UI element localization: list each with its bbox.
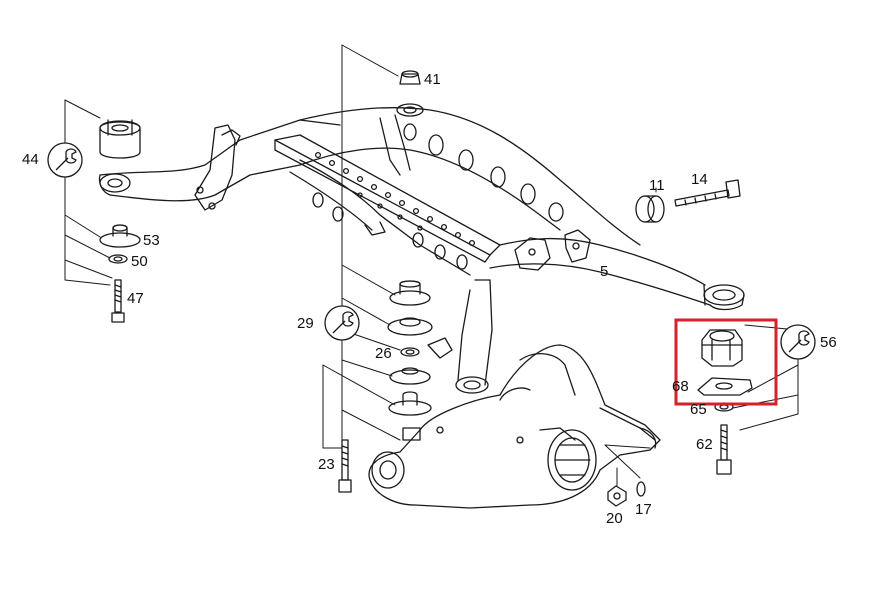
mount-bushing-56 bbox=[701, 329, 743, 367]
rubber-mount-bottom bbox=[388, 391, 432, 416]
subframe-right-arm bbox=[489, 229, 745, 311]
bushing-11 bbox=[635, 195, 665, 223]
rubber-mount-upper bbox=[389, 280, 431, 306]
part-label-41: 41 bbox=[424, 71, 441, 88]
part-label-50: 50 bbox=[131, 253, 148, 270]
leader-lines bbox=[64, 44, 799, 487]
part-label-68: 68 bbox=[672, 378, 689, 395]
washer-50 bbox=[108, 254, 128, 264]
rubber-mount-mid bbox=[387, 317, 433, 336]
mount-top-41 bbox=[399, 70, 421, 85]
part-label-44: 44 bbox=[22, 151, 39, 168]
part-label-20: 20 bbox=[606, 510, 623, 527]
part-label-26: 26 bbox=[375, 345, 392, 362]
wrench-icon bbox=[324, 305, 360, 341]
differential-housing bbox=[368, 344, 661, 509]
part-label-47: 47 bbox=[127, 290, 144, 307]
subframe-cross-beam bbox=[299, 103, 641, 246]
rubber-mount-lower bbox=[389, 367, 431, 385]
part-label-62: 62 bbox=[696, 436, 713, 453]
bolt-23 bbox=[338, 439, 352, 493]
wrench-icon bbox=[47, 142, 83, 178]
part-label-65: 65 bbox=[690, 401, 707, 418]
highlight-box bbox=[674, 318, 778, 406]
subframe-front-rail bbox=[274, 134, 501, 276]
bolt-14 bbox=[674, 179, 741, 207]
nut-20 bbox=[607, 485, 627, 507]
part-label-11: 11 bbox=[649, 177, 665, 194]
wrench-icon bbox=[780, 324, 816, 360]
part-label-14: 14 bbox=[691, 171, 708, 188]
washer-53 bbox=[99, 224, 141, 248]
part-label-56: 56 bbox=[820, 334, 837, 351]
bushing-44 bbox=[99, 119, 141, 159]
subframe-left-arm bbox=[98, 119, 341, 211]
part-label-23: 23 bbox=[318, 456, 335, 473]
part-label-29: 29 bbox=[297, 315, 314, 332]
part-label-17: 17 bbox=[635, 501, 652, 518]
subframe-center-strut bbox=[427, 279, 493, 394]
washer-17 bbox=[636, 481, 646, 497]
part-label-53: 53 bbox=[143, 232, 160, 249]
bolt-62 bbox=[716, 424, 732, 475]
wedge-plate-68 bbox=[697, 377, 753, 396]
washer-26 bbox=[400, 347, 420, 357]
bolt-47 bbox=[111, 279, 125, 323]
part-label-5: 5 bbox=[600, 263, 609, 280]
